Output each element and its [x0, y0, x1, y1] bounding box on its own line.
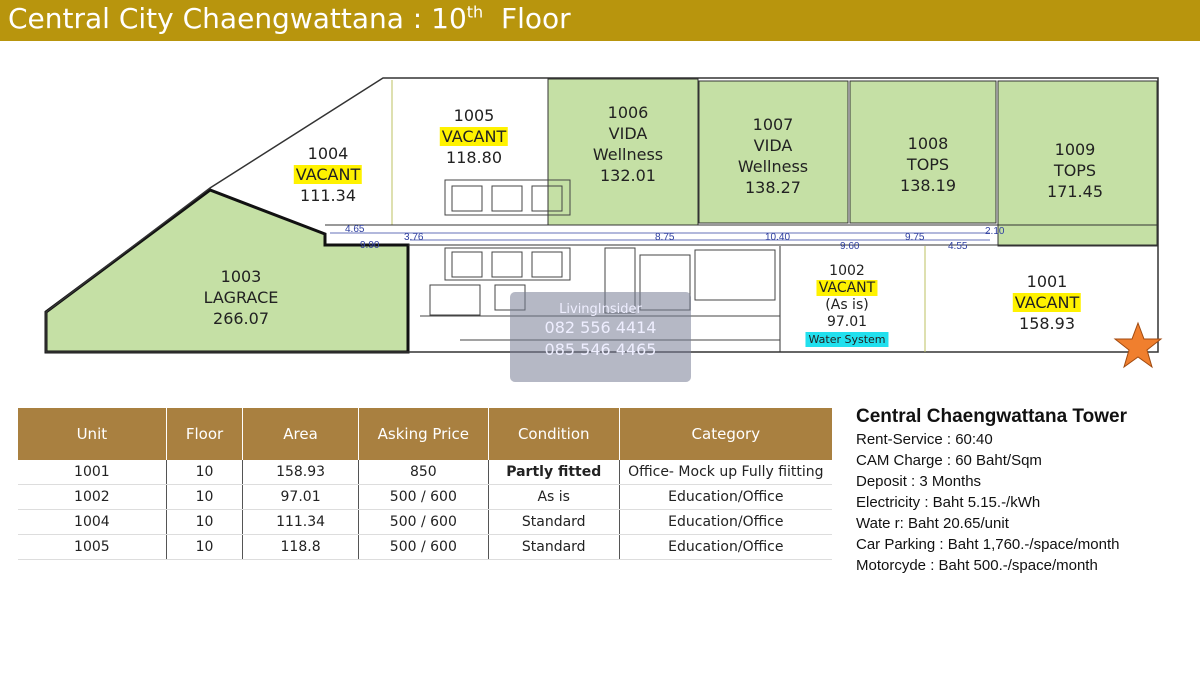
table-cell: 10: [166, 509, 244, 535]
table-header-row: Unit Floor Area Asking Price Condition C…: [18, 408, 832, 460]
unit-1006-area: [547, 78, 699, 226]
table-cell: Education/Office: [619, 484, 832, 510]
dimension-label: 4.55: [948, 241, 968, 252]
table-cell: Standard: [488, 509, 620, 535]
table-cell: 500 / 600: [358, 534, 489, 560]
table-cell: 500 / 600: [358, 509, 489, 535]
info-line: CAM Charge : 60 Baht/Sqm: [856, 452, 1042, 469]
table-cell: Office- Mock up Fully fiitting: [619, 460, 832, 485]
unit-1007-area: [698, 80, 849, 224]
table-cell: 10: [166, 534, 244, 560]
info-title: Central Chaengwattana Tower: [856, 406, 1127, 427]
col-header: Category: [619, 408, 832, 460]
table-cell: 1005: [18, 534, 167, 560]
location-star-icon: [1113, 321, 1163, 369]
table-cell: Education/Office: [619, 509, 832, 535]
table-cell: 97.01: [242, 484, 359, 510]
info-line: Rent-Service : 60:40: [856, 431, 993, 448]
page-title: Central City Chaengwattana : 10th Floor: [8, 2, 571, 35]
table-cell: 111.34: [242, 509, 359, 535]
col-header: Floor: [166, 408, 244, 460]
info-line: Car Parking : Baht 1,760.-/space/month: [856, 536, 1120, 553]
table-cell: 1004: [18, 509, 167, 535]
table-cell: 118.8: [242, 534, 359, 560]
dimension-label: 4.65: [345, 224, 365, 235]
table-cell: As is: [488, 484, 620, 510]
table-cell: 850: [358, 460, 489, 485]
table-cell: 10: [166, 484, 244, 510]
dimension-label: 9.75: [905, 232, 925, 243]
col-header: Asking Price: [358, 408, 489, 460]
table-cell: Standard: [488, 534, 620, 560]
table-cell: Education/Office: [619, 534, 832, 560]
table-cell: 158.93: [242, 460, 359, 485]
water-system-tag: Water System: [805, 332, 889, 347]
table-cell: 1002: [18, 484, 167, 510]
col-header: Area: [242, 408, 359, 460]
title-banner: Central City Chaengwattana : 10th Floor: [0, 0, 1200, 41]
info-line: Wate r: Baht 20.65/unit: [856, 515, 1009, 532]
dimension-label: 8.75: [655, 232, 675, 243]
watermark: LivingInsider 082 556 4414 085 546 4465: [510, 292, 691, 382]
building-outline: [45, 77, 1159, 353]
info-line: Deposit : 3 Months: [856, 473, 982, 490]
col-header: Unit: [18, 408, 167, 460]
dimension-label: 3.76: [404, 232, 424, 243]
info-line: Motorcyde : Baht 500.-/space/month: [856, 557, 1098, 574]
units-table: Unit Floor Area Asking Price Condition C…: [18, 408, 832, 560]
table-cell: Partly fitted: [488, 460, 620, 485]
dimension-label: 2.10: [985, 226, 1005, 237]
dimension-label: 9.90: [360, 240, 380, 251]
col-header: Condition: [488, 408, 620, 460]
building-info: Central Chaengwattana Tower Rent-Service…: [856, 406, 1127, 576]
unit-1008-area: [849, 80, 997, 224]
dimension-label: 10.40: [765, 232, 791, 243]
table-cell: 500 / 600: [358, 484, 489, 510]
unit-1009-area: [997, 80, 1158, 247]
info-line: Electricity : Baht 5.15.-/kWh: [856, 494, 1041, 511]
floor-plan: [44, 77, 1163, 369]
table-cell: 1001: [18, 460, 167, 485]
table-cell: 10: [166, 460, 244, 485]
dimension-label: 9.60: [840, 241, 860, 252]
